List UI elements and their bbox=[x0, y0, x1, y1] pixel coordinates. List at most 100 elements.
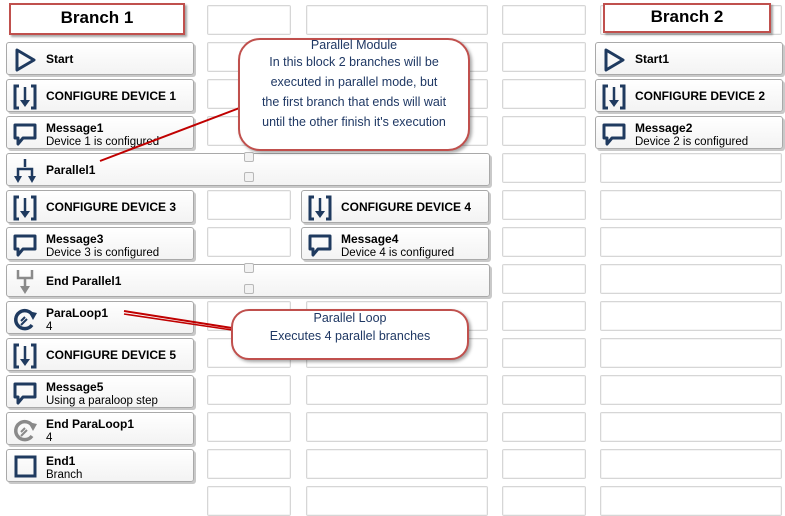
parallel-loop-callout: Parallel Loop Executes 4 parallel branch… bbox=[231, 309, 469, 360]
empty-grid-cell bbox=[600, 338, 782, 368]
empty-grid-cell bbox=[502, 301, 586, 331]
branch-1-header: Branch 1 bbox=[9, 3, 185, 35]
empty-grid-cell bbox=[502, 486, 586, 516]
empty-grid-cell bbox=[502, 449, 586, 479]
step-configure-device-1[interactable]: CONFIGURE DEVICE 1 bbox=[6, 79, 194, 112]
step-title: Message2 bbox=[635, 121, 693, 135]
step-title: CONFIGURE DEVICE 5 bbox=[46, 348, 177, 362]
step-title: End1 bbox=[46, 454, 76, 468]
message-icon bbox=[12, 231, 38, 259]
parallel-module-callout-line: In this block 2 branches will be bbox=[269, 55, 439, 69]
step-subtitle: 4 bbox=[46, 321, 53, 333]
step-title: CONFIGURE DEVICE 1 bbox=[46, 89, 177, 103]
step-start[interactable]: Start bbox=[6, 42, 194, 75]
step-title: Message4 bbox=[341, 232, 399, 246]
step-subtitle: Device 4 is configured bbox=[341, 247, 455, 259]
message-icon bbox=[307, 231, 333, 259]
end-parallel-connector bbox=[244, 284, 254, 294]
step-subtitle: Device 2 is configured bbox=[635, 136, 749, 148]
empty-grid-cell bbox=[502, 412, 586, 442]
parallel-module-callout-line: until the other finish it's execution bbox=[262, 115, 446, 129]
empty-grid-cell bbox=[600, 264, 782, 294]
parallel-module-callout: Parallel Module In this block 2 branches… bbox=[238, 38, 470, 151]
step-subtitle: Device 3 is configured bbox=[46, 247, 160, 259]
paraloop-icon bbox=[12, 305, 38, 333]
step-title: End Parallel1 bbox=[46, 274, 122, 288]
step-title: CONFIGURE DEVICE 4 bbox=[341, 200, 472, 214]
step-title: CONFIGURE DEVICE 3 bbox=[46, 200, 177, 214]
step-subtitle: Device 1 is configured bbox=[46, 136, 160, 148]
step-subtitle: Using a paraloop step bbox=[46, 395, 158, 407]
empty-grid-cell bbox=[600, 412, 782, 442]
step-subtitle: Branch bbox=[46, 469, 83, 481]
empty-grid-cell bbox=[600, 153, 782, 183]
start-icon bbox=[601, 46, 627, 74]
empty-grid-cell bbox=[502, 264, 586, 294]
step-configure-device-4[interactable]: CONFIGURE DEVICE 4 bbox=[301, 190, 489, 223]
empty-grid-cell bbox=[306, 412, 488, 442]
empty-grid-cell bbox=[502, 227, 586, 257]
end-icon bbox=[12, 453, 38, 481]
parallel-loop-callout-title: Parallel Loop bbox=[313, 311, 387, 325]
configure-device-icon bbox=[12, 194, 38, 222]
step-configure-device-3[interactable]: CONFIGURE DEVICE 3 bbox=[6, 190, 194, 223]
empty-grid-cell bbox=[207, 190, 291, 220]
empty-grid-cell bbox=[207, 5, 291, 35]
empty-grid-cell bbox=[207, 449, 291, 479]
parallel-module-callout-line: the first branch that ends will wait bbox=[261, 95, 447, 109]
parallel-connector bbox=[244, 172, 254, 182]
step-subtitle: 4 bbox=[46, 432, 53, 444]
step-start1[interactable]: Start1 bbox=[595, 42, 783, 75]
step-end-parallel1[interactable]: End Parallel1 bbox=[6, 264, 490, 297]
step-title: Message5 bbox=[46, 380, 104, 394]
empty-grid-cell bbox=[502, 375, 586, 405]
step-title: Message1 bbox=[46, 121, 104, 135]
empty-grid-cell bbox=[502, 338, 586, 368]
step-title: CONFIGURE DEVICE 2 bbox=[635, 89, 766, 103]
empty-grid-cell bbox=[600, 301, 782, 331]
step-title: Message3 bbox=[46, 232, 104, 246]
end-paraloop-icon bbox=[12, 416, 38, 444]
parallel-module-callout-line: executed in parallel mode, but bbox=[270, 75, 438, 89]
empty-grid-cell bbox=[600, 449, 782, 479]
parallel-icon bbox=[12, 157, 38, 185]
step-title: ParaLoop1 bbox=[46, 306, 109, 320]
step-title: Parallel1 bbox=[46, 163, 96, 177]
empty-grid-cell bbox=[207, 227, 291, 257]
empty-grid-cell bbox=[502, 153, 586, 183]
configure-device-icon bbox=[307, 194, 333, 222]
empty-grid-cell bbox=[207, 375, 291, 405]
end-parallel-connector bbox=[244, 263, 254, 273]
step-title: End ParaLoop1 bbox=[46, 417, 135, 431]
start-icon bbox=[12, 46, 38, 74]
empty-grid-cell bbox=[207, 412, 291, 442]
empty-grid-cell bbox=[600, 227, 782, 257]
parallel-connector bbox=[244, 152, 254, 162]
empty-grid-cell bbox=[600, 375, 782, 405]
empty-grid-cell bbox=[502, 5, 586, 35]
message-icon bbox=[601, 120, 627, 148]
empty-grid-cell bbox=[502, 190, 586, 220]
empty-grid-cell bbox=[502, 79, 586, 109]
empty-grid-cell bbox=[306, 486, 488, 516]
step-title: Start bbox=[46, 52, 74, 66]
branch-2-header: Branch 2 bbox=[603, 3, 771, 33]
end-parallel-icon bbox=[12, 268, 38, 296]
empty-grid-cell bbox=[306, 375, 488, 405]
step-configure-device-2[interactable]: CONFIGURE DEVICE 2 bbox=[595, 79, 783, 112]
parallel-module-callout-title: Parallel Module bbox=[310, 38, 398, 52]
configure-device-icon bbox=[601, 83, 627, 111]
empty-grid-cell bbox=[306, 449, 488, 479]
empty-grid-cell bbox=[502, 42, 586, 72]
message-icon bbox=[12, 120, 38, 148]
empty-grid-cell bbox=[306, 5, 488, 35]
step-configure-device-5[interactable]: CONFIGURE DEVICE 5 bbox=[6, 338, 194, 371]
